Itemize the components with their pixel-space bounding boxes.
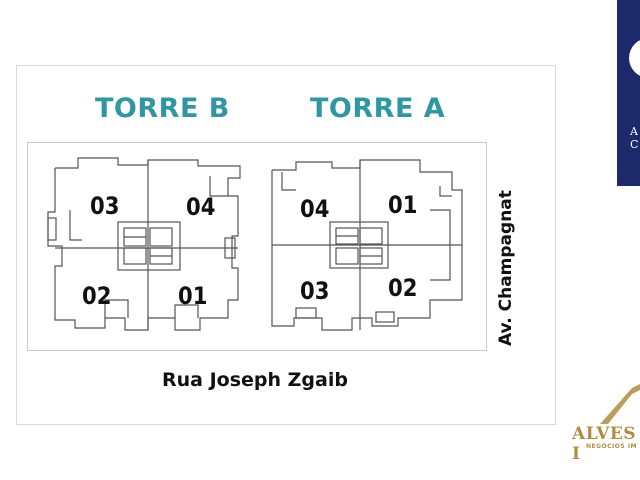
street-label-side: Av. Champagnat (496, 190, 516, 346)
tower-a-unit-3: 03 (300, 277, 330, 305)
tower-b-unit-1: 03 (90, 192, 120, 220)
tower-b-outline (47, 157, 241, 331)
tower-b-title: TORRE B (95, 93, 230, 124)
tower-b-unit-3: 02 (82, 282, 112, 310)
brand-letter-2: C (630, 138, 639, 151)
tower-b-unit-2: 04 (186, 193, 216, 221)
tower-a-title: TORRE A (310, 93, 446, 124)
brand-letter-1: A (630, 125, 638, 138)
tower-a-unit-4: 02 (388, 274, 418, 302)
tower-b-unit-4: 01 (178, 282, 208, 310)
brand-logo-subtext: NEGÓCIOS IM (586, 443, 637, 450)
brand-panel (617, 0, 640, 186)
street-label-bottom: Rua Joseph Zgaib (162, 369, 348, 391)
tower-a-unit-1: 04 (300, 195, 330, 223)
house-logo-icon (600, 384, 640, 424)
tower-a-unit-2: 01 (388, 191, 418, 219)
tower-a-outline (271, 159, 463, 331)
site-plan-frame (27, 142, 487, 351)
brand-logo-circle (629, 38, 640, 78)
brand-logo-text: ALVES I (572, 424, 637, 464)
